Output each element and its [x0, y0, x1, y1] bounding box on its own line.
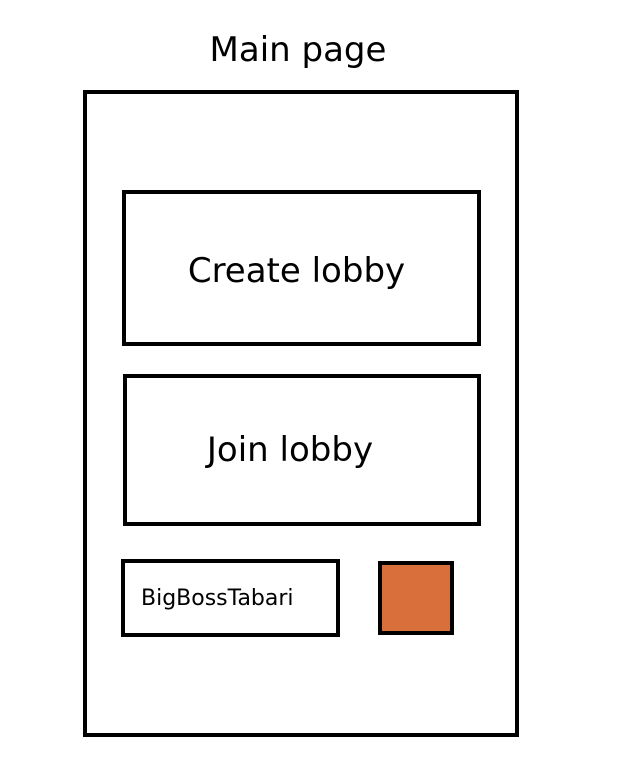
phone-frame: [83, 90, 519, 737]
create-lobby-button[interactable]: Create lobby: [122, 190, 481, 346]
create-lobby-label: Create lobby: [187, 251, 406, 291]
username-value: BigBossTabari: [141, 585, 294, 611]
username-field[interactable]: BigBossTabari: [121, 559, 340, 637]
color-swatch-button[interactable]: [378, 561, 454, 635]
join-lobby-button[interactable]: Join lobby: [123, 374, 481, 526]
join-lobby-label: Join lobby: [206, 430, 374, 470]
page-title: Main page: [209, 30, 387, 70]
